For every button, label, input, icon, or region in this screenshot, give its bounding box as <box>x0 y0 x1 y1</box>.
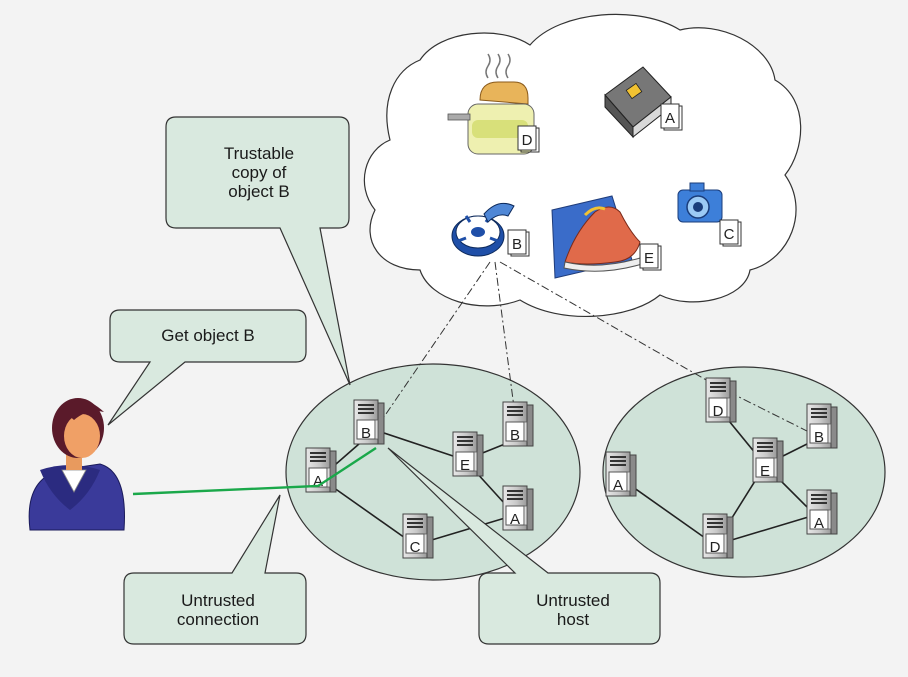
shoe-icon <box>551 195 643 279</box>
camera-doc: C <box>719 219 742 247</box>
left-server-left: A <box>305 447 337 493</box>
right-server-left: A <box>605 451 637 497</box>
untrusted-connection-line-2: connection <box>177 610 259 629</box>
untrusted-connection-line-1: Untrusted <box>181 591 255 610</box>
trustable-copy-line-3: object B <box>228 182 289 201</box>
left-server-right-top: B <box>502 401 534 447</box>
callout-get-object <box>107 309 307 426</box>
callout-untrusted-connection <box>123 494 307 645</box>
svg-text:E: E <box>644 250 654 267</box>
callout-trustable-copy <box>165 116 351 386</box>
camera-icon <box>677 182 723 223</box>
svg-text:D: D <box>522 132 533 149</box>
svg-text:C: C <box>410 539 421 556</box>
svg-text:A: A <box>313 473 323 490</box>
right-server-center: E <box>752 437 784 483</box>
left-server-bottom: C <box>402 513 434 559</box>
svg-text:E: E <box>460 457 470 474</box>
untrusted-connection-line <box>132 446 377 496</box>
right-network <box>602 366 886 578</box>
get-object-label: Get object B <box>161 326 255 345</box>
film-reel-icon <box>451 202 515 257</box>
svg-text:B: B <box>814 429 824 446</box>
svg-text:B: B <box>361 425 371 442</box>
left-server-center: E <box>452 431 484 477</box>
svg-text:D: D <box>713 403 724 420</box>
svg-text:B: B <box>512 236 522 253</box>
right-server-bottom: D <box>702 513 734 559</box>
left-server-top: B <box>353 399 385 445</box>
film-reel-doc: B <box>507 229 530 257</box>
shoe-doc: E <box>639 243 662 271</box>
svg-text:A: A <box>613 477 623 494</box>
svg-text:A: A <box>665 110 675 127</box>
right-server-top: D <box>705 377 737 423</box>
toaster-doc: D <box>517 125 540 153</box>
svg-text:E: E <box>760 463 770 480</box>
untrusted-host-line-2: host <box>557 610 589 629</box>
right-server-right-top: B <box>806 403 838 449</box>
svg-text:A: A <box>510 511 520 528</box>
trustable-copy-line-2: copy of <box>232 163 287 182</box>
svg-text:B: B <box>510 427 520 444</box>
callout-untrusted-host <box>387 447 661 645</box>
right-server-right-bottom: A <box>806 489 838 535</box>
book-doc: A <box>660 103 683 131</box>
svg-text:C: C <box>724 226 735 243</box>
svg-text:A: A <box>814 515 824 532</box>
svg-text:D: D <box>710 539 721 556</box>
untrusted-host-line-1: Untrusted <box>536 591 610 610</box>
trustable-copy-line-1: Trustable <box>224 144 294 163</box>
user-avatar <box>28 398 125 531</box>
left-server-right-bottom: A <box>502 485 534 531</box>
